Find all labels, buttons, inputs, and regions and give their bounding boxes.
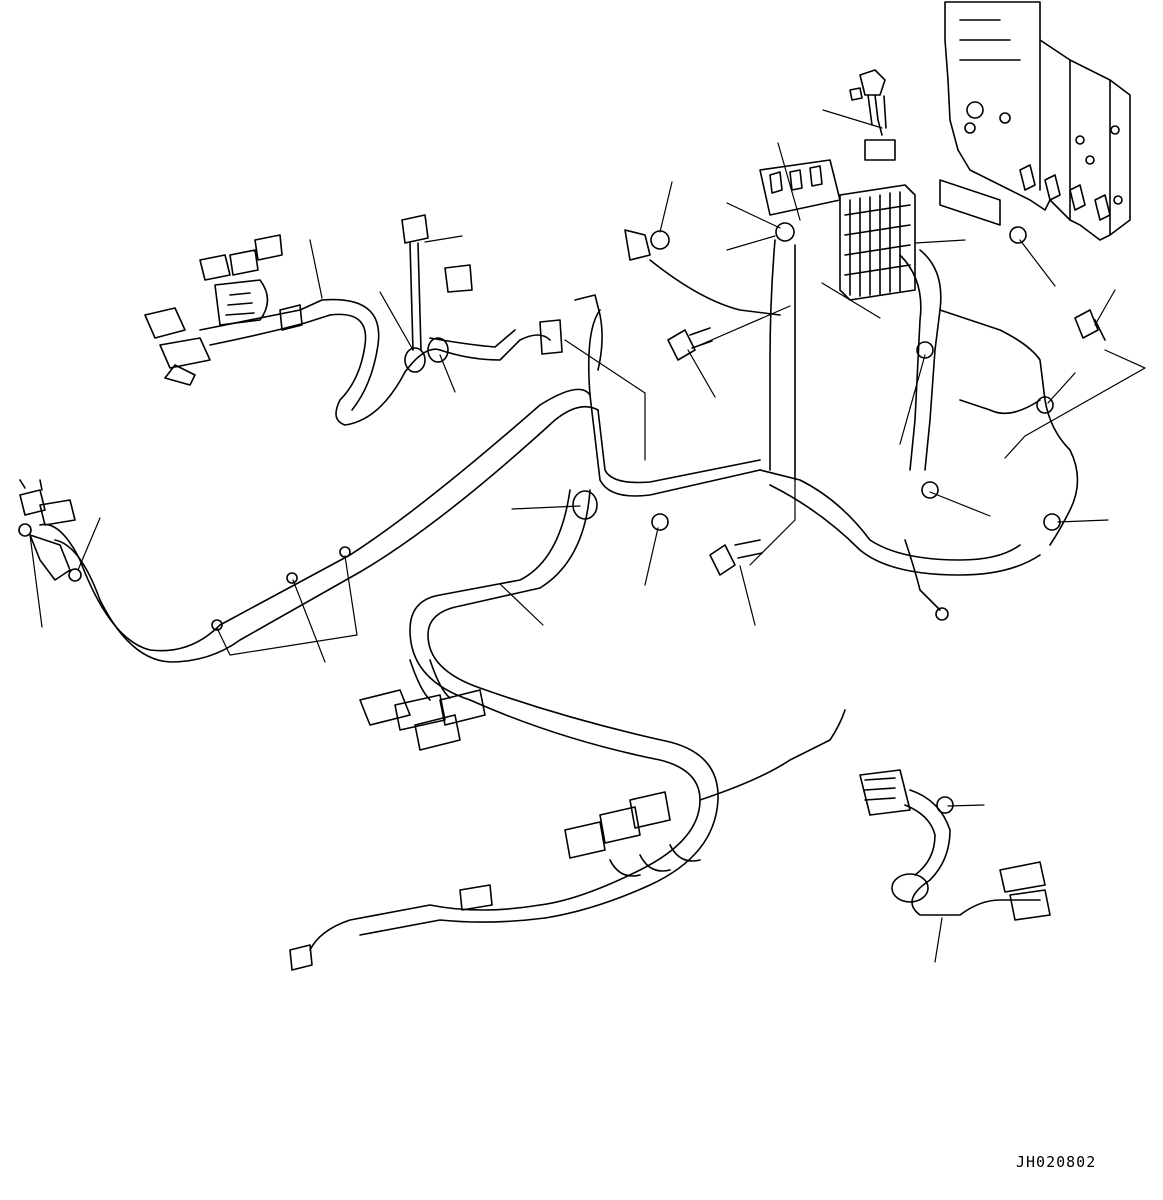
bolts (402, 215, 1105, 575)
hanging-connectors (445, 230, 780, 370)
mounting-panel (945, 2, 1130, 240)
top-connector-cluster (850, 70, 886, 135)
left-connector-cluster (19, 480, 75, 580)
ground-terminal (905, 540, 948, 620)
upper-left-connector-cluster (145, 235, 302, 385)
figure-reference-code: JH020802 (1016, 1153, 1097, 1171)
bottom-connector-cluster (290, 710, 845, 970)
fuse-box (760, 140, 1000, 300)
right-harness (760, 240, 1078, 575)
lower-right-harness (860, 770, 1050, 920)
main-harness (40, 300, 760, 950)
leader-lines (30, 110, 1145, 962)
center-connector-cluster (360, 660, 485, 750)
